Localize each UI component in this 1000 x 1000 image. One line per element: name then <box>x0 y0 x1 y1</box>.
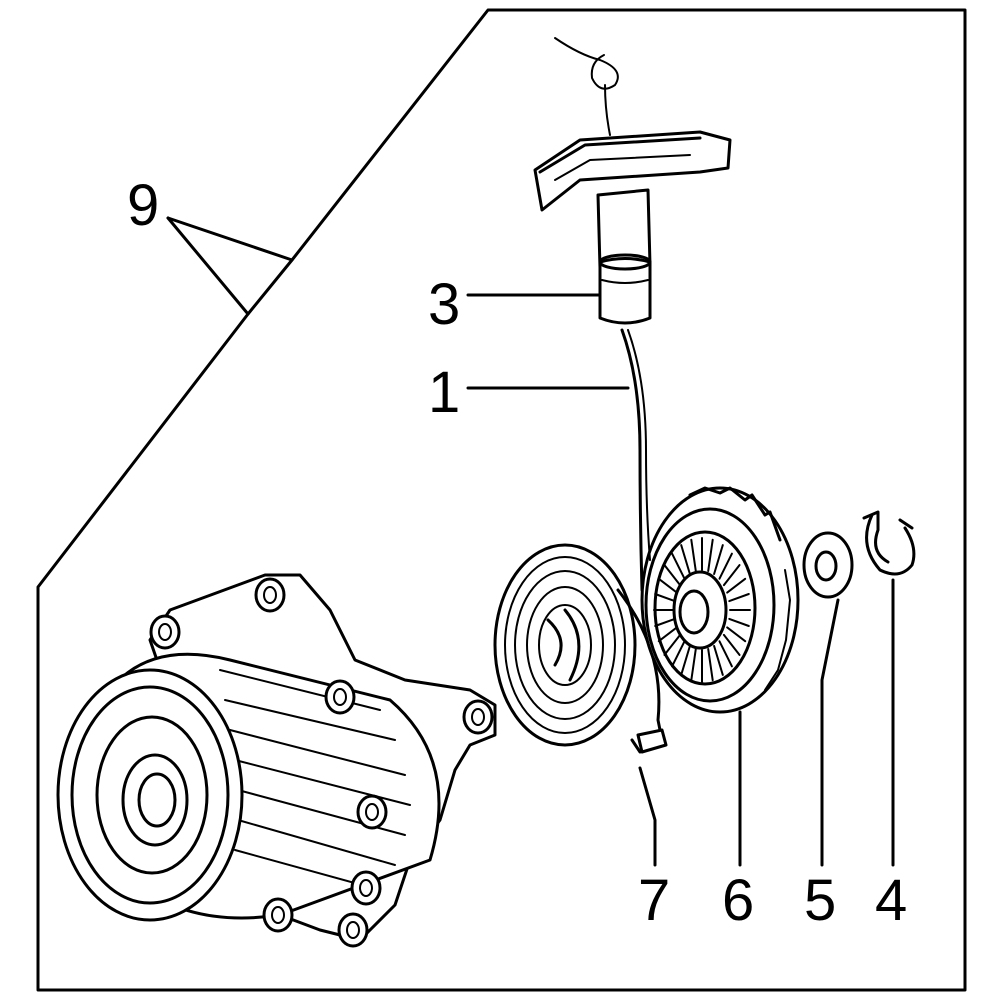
callout-1: 1 <box>428 360 460 425</box>
leader-5 <box>820 598 840 867</box>
pulley-rib <box>663 633 682 656</box>
leader-lines <box>166 216 895 867</box>
starter-handle <box>533 130 732 325</box>
starter-pulley <box>640 486 800 714</box>
pulley-rib <box>726 577 747 594</box>
leader-9b <box>166 216 250 316</box>
pulley-rib <box>663 564 682 587</box>
callout-9: 9 <box>127 173 159 238</box>
pulley-rib <box>680 544 691 575</box>
callout-5: 5 <box>804 868 836 933</box>
callout-4: 4 <box>875 868 907 933</box>
leader-9 <box>166 216 294 262</box>
callout-6: 6 <box>722 868 754 933</box>
pulley-ribs <box>653 537 751 683</box>
pulley-rib <box>657 626 678 643</box>
pulley-rib <box>718 640 733 668</box>
pulley-rib <box>671 552 686 580</box>
pulley-rib <box>657 577 678 594</box>
callout-7: 7 <box>638 868 670 933</box>
pulley-rib <box>718 552 733 580</box>
pulley-rib <box>728 593 750 603</box>
leader-7 <box>638 766 657 867</box>
starter-housing <box>56 573 497 948</box>
pulley-rib <box>654 617 676 627</box>
pulley-rib <box>707 648 714 682</box>
starter-rope <box>554 37 651 592</box>
retaining-clip <box>862 510 916 576</box>
recoil-spring <box>493 543 668 754</box>
washer <box>802 531 854 599</box>
pulley-rib <box>671 640 686 668</box>
pulley-rib <box>654 593 676 603</box>
assembly-boundary <box>36 8 967 992</box>
pulley-rib <box>713 544 724 575</box>
pulley-rib <box>713 645 724 676</box>
pulley-rib <box>726 626 747 643</box>
pulley-rib <box>722 564 741 587</box>
pulley-rib <box>722 633 741 656</box>
pulley-rib <box>690 648 697 682</box>
pulley-rib <box>680 645 691 676</box>
pulley-rib <box>728 617 750 627</box>
pulley-rib <box>690 538 697 572</box>
pulley-rib <box>707 538 714 572</box>
callout-3: 3 <box>428 272 460 337</box>
